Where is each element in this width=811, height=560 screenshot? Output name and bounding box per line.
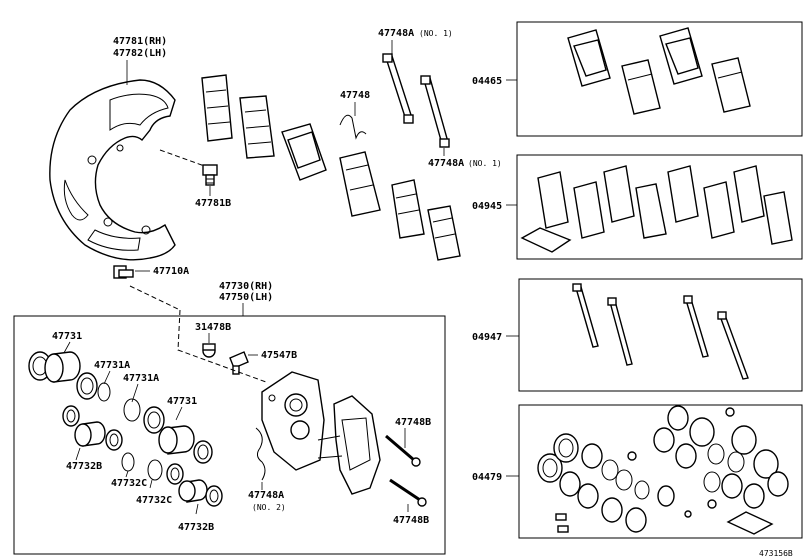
seal-47731a-1[interactable] (97, 382, 111, 402)
kit-box-04465[interactable] (516, 21, 803, 137)
label-47748a-mid: 47748A (428, 158, 464, 169)
label-04945: 04945 (472, 201, 502, 212)
seal-47731a-2[interactable] (123, 398, 141, 422)
piston-small-1[interactable] (74, 421, 106, 447)
piston-boot-1[interactable] (76, 372, 98, 400)
shim-plate-3[interactable] (391, 179, 425, 239)
clip-set-04947[interactable] (572, 283, 749, 380)
anti-rattle-spring-47748[interactable] (339, 114, 367, 140)
shim-set-04945[interactable] (520, 165, 793, 253)
seal-set-04479[interactable] (537, 405, 789, 535)
piston-47731-2[interactable] (158, 425, 195, 455)
label-47782-lh: 47782(LH) (113, 48, 167, 59)
label-47731a-2: 47731A (123, 373, 159, 384)
caliper-body[interactable] (261, 371, 381, 495)
piston-47731-1[interactable] (44, 351, 81, 383)
pad-pin-47748b-upper[interactable] (385, 434, 421, 467)
boot-small-3[interactable] (166, 463, 184, 485)
kit-box-04945[interactable] (516, 154, 803, 260)
figure-id: 473156B (759, 549, 793, 558)
bleeder-plug-47547b[interactable] (229, 351, 249, 375)
boot-small-2[interactable] (105, 429, 123, 451)
label-47750-lh: 47750(LH) (219, 292, 273, 303)
ring-47732c-2[interactable] (147, 459, 163, 481)
shim-plate-1[interactable] (201, 74, 233, 142)
label-47730-rh: 47730(RH) (219, 281, 273, 292)
label-47547b: 47547B (261, 350, 297, 361)
brake-pad-1[interactable] (281, 123, 327, 181)
kit-box-04479[interactable] (518, 404, 803, 539)
bleeder-cap-31478b[interactable] (202, 343, 216, 358)
boot-small-4[interactable] (205, 485, 223, 507)
pad-support-clip-top[interactable] (382, 53, 414, 124)
label-04479: 04479 (472, 472, 502, 483)
label-04947: 04947 (472, 332, 502, 343)
label-47732b-2: 47732B (178, 522, 214, 533)
brake-pad-2[interactable] (339, 151, 381, 217)
ring-47732c-1[interactable] (121, 452, 135, 472)
label-47732c-1: 47732C (111, 478, 147, 489)
bolt-47710a[interactable] (113, 265, 134, 279)
label-47748a-top: 47748A (378, 28, 414, 39)
label-47710a: 47710A (153, 266, 189, 277)
boot-small-1[interactable] (62, 405, 80, 427)
pad-set-04465[interactable] (567, 27, 751, 115)
label-04465: 04465 (472, 76, 502, 87)
bolt-47781b[interactable] (202, 164, 218, 186)
piston-seal-ring-2[interactable] (193, 440, 213, 464)
dust-shield[interactable] (49, 79, 176, 261)
label-47731-b: 47731 (167, 396, 197, 407)
label-47748b-upper: 47748B (395, 417, 431, 428)
piston-small-2[interactable] (178, 479, 208, 503)
label-47748a-no2: 47748A (248, 490, 284, 501)
label-47748a-no2-note: (NO. 2) (252, 503, 286, 512)
label-47731a-1: 47731A (94, 360, 130, 371)
label-47732b-1: 47732B (66, 461, 102, 472)
label-47748b-lower: 47748B (393, 515, 429, 526)
kit-box-04947[interactable] (518, 278, 803, 392)
pad-pin-47748b-lower[interactable] (389, 478, 427, 507)
shim-plate-2[interactable] (239, 95, 275, 159)
pad-clip-no2[interactable] (255, 427, 266, 481)
label-31478b: 31478B (195, 322, 231, 333)
label-47748: 47748 (340, 90, 370, 101)
label-47781b: 47781B (195, 198, 231, 209)
label-47748a-mid-note: (NO. 1) (468, 159, 502, 168)
label-47781-rh: 47781(RH) (113, 36, 167, 47)
pad-support-clip-mid[interactable] (420, 75, 450, 148)
caliper-assembly-box (13, 315, 446, 555)
shim-plate-4[interactable] (427, 205, 461, 261)
label-47732c-2: 47732C (136, 495, 172, 506)
label-47731-a: 47731 (52, 331, 82, 342)
label-47748a-top-note: (NO. 1) (419, 29, 453, 38)
piston-boot-2[interactable] (143, 406, 165, 434)
